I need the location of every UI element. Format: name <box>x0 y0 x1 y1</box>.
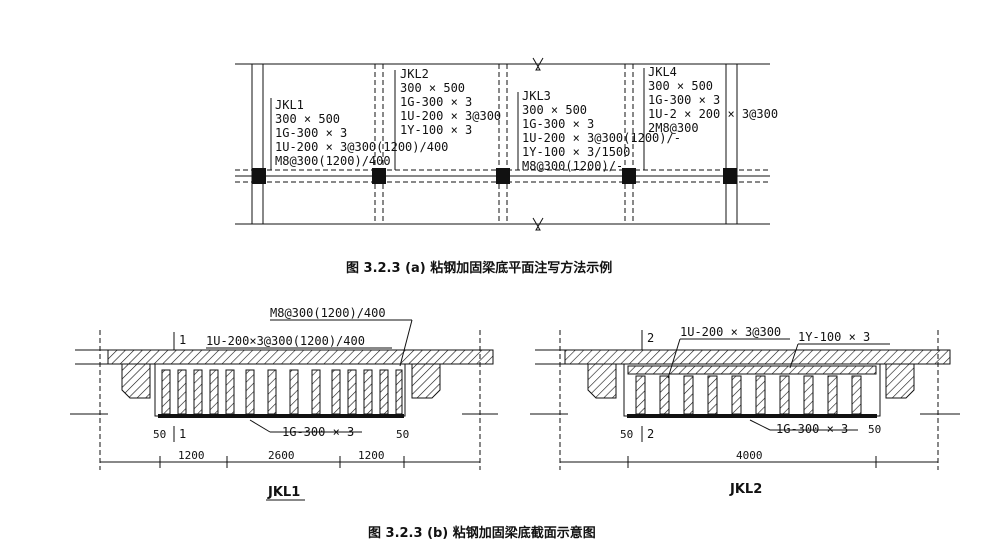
jkl3-line: 1G-300 × 3 <box>522 117 594 131</box>
u-strip <box>331 369 341 415</box>
cut-mark-bottom-label: 1 <box>179 427 186 441</box>
u-strip <box>635 375 646 415</box>
u-strip <box>731 375 742 415</box>
u-strip <box>161 369 171 415</box>
u-strip <box>379 369 389 415</box>
m8-leader <box>399 319 413 367</box>
haunch-right <box>411 363 441 399</box>
jkl1-line: 1U-200 × 3@300(1200)/400 <box>275 140 448 154</box>
u-strip <box>707 375 718 415</box>
jkl1-line: M8@300(1200)/400 <box>275 154 391 168</box>
haunch-left <box>587 363 617 399</box>
u-strip <box>209 369 219 415</box>
y-strip <box>627 365 877 375</box>
break-mark-bottom <box>532 217 544 231</box>
section-title-jkl2: JKL2 <box>729 482 762 497</box>
jkl2-line: JKL2 <box>400 67 429 81</box>
slab <box>564 349 951 365</box>
bottom-plate <box>158 414 404 418</box>
cut-mark-top-label: 1 <box>179 333 186 347</box>
u-strip <box>267 369 277 415</box>
u-strip <box>245 369 255 415</box>
column-block <box>723 168 737 184</box>
g-leader <box>249 419 271 433</box>
u-strip <box>347 369 357 415</box>
u-strip <box>289 369 299 415</box>
annotation-jkl2: JKL2 300 × 500 1G-300 × 3 1U-200 × 3@300… <box>400 67 501 137</box>
u-strip <box>395 369 403 415</box>
column-block <box>496 168 510 184</box>
break-mark-top <box>532 57 544 71</box>
u-strips <box>161 369 403 415</box>
dim-span-3: 1200 <box>358 449 385 462</box>
column-block <box>372 168 386 184</box>
u-strip <box>311 369 321 415</box>
slab <box>107 349 494 365</box>
jkl3-line: 300 × 500 <box>522 103 587 117</box>
jkl4-line: 2M8@300 <box>648 121 699 135</box>
jkl3-line: 1Y-100 × 3/1500 <box>522 145 630 159</box>
column-block <box>252 168 266 184</box>
g-label: 1G-300 × 3 <box>776 422 848 436</box>
jkl2-line: 1Y-100 × 3 <box>400 123 472 137</box>
section-jkl1: 1 1 M8@300(1200)/400 1U-200×3@300(1200)/… <box>70 306 498 501</box>
u-strip <box>363 369 373 415</box>
u-strip <box>683 375 694 415</box>
u-strip <box>193 369 203 415</box>
jkl4-line: 300 × 500 <box>648 79 713 93</box>
jkl1-line: 1G-300 × 3 <box>275 126 347 140</box>
annotation-jkl4: JKL4 300 × 500 1G-300 × 3 1U-2 × 200 × 3… <box>648 65 778 135</box>
jkl2-line: 1G-300 × 3 <box>400 95 472 109</box>
jkl1-line: 300 × 500 <box>275 112 340 126</box>
u-strip <box>177 369 187 415</box>
u-strip <box>779 375 790 415</box>
g-leader <box>749 419 771 431</box>
jkl3-line: 1U-200 × 3@300(1200)/- <box>522 131 681 145</box>
haunch-right <box>885 363 915 399</box>
caption-a: 图 3.2.3 (a) 粘钢加固梁底平面注写方法示例 <box>346 260 612 276</box>
bottom-plate <box>627 414 877 418</box>
y-leader <box>789 343 799 369</box>
plan-view <box>235 57 770 231</box>
caption-b: 图 3.2.3 (b) 粘钢加固梁底截面示意图 <box>368 525 596 541</box>
section-title-jkl1: JKL1 <box>267 485 300 500</box>
dim-left-edge: 50 <box>153 428 166 441</box>
u-strip <box>225 369 235 415</box>
cut-mark-bottom-label: 2 <box>647 427 654 441</box>
jkl3-line: M8@300(1200)/- <box>522 159 623 173</box>
column-block <box>622 168 636 184</box>
u-strips <box>635 375 862 415</box>
u-strip <box>659 375 670 415</box>
dim-left-edge: 50 <box>620 428 633 441</box>
u-leader <box>667 338 681 379</box>
jkl4-line: 1G-300 × 3 <box>648 93 720 107</box>
jkl1-line: JKL1 <box>275 98 304 112</box>
y-label: 1Y-100 × 3 <box>798 330 870 344</box>
u-label: 1U-200 × 3@300 <box>680 325 781 339</box>
annotation-jkl1: JKL1 300 × 500 1G-300 × 3 1U-200 × 3@300… <box>275 98 448 168</box>
dim-span: 4000 <box>736 449 763 462</box>
m8-label: M8@300(1200)/400 <box>270 306 386 320</box>
dim-right-edge: 50 <box>396 428 409 441</box>
dim-span-1: 1200 <box>178 449 205 462</box>
haunch-left <box>121 363 151 399</box>
u-label: 1U-200×3@300(1200)/400 <box>206 334 365 348</box>
u-strip <box>827 375 838 415</box>
u-strip <box>851 375 862 415</box>
annotation-jkl3: JKL3 300 × 500 1G-300 × 3 1U-200 × 3@300… <box>522 89 681 173</box>
jkl2-line: 1U-200 × 3@300 <box>400 109 501 123</box>
dim-right-edge: 50 <box>868 423 881 436</box>
jkl2-line: 300 × 500 <box>400 81 465 95</box>
section-jkl2: 2 2 1U-200 × 3@300 1Y-100 × 3 1G-300 × 3… <box>530 325 960 497</box>
cut-mark-top-label: 2 <box>647 331 654 345</box>
jkl4-line: 1U-2 × 200 × 3@300 <box>648 107 778 121</box>
dim-span-2: 2600 <box>268 449 295 462</box>
jkl3-line: JKL3 <box>522 89 551 103</box>
u-strip <box>755 375 766 415</box>
u-strip <box>803 375 814 415</box>
jkl4-line: JKL4 <box>648 65 677 79</box>
